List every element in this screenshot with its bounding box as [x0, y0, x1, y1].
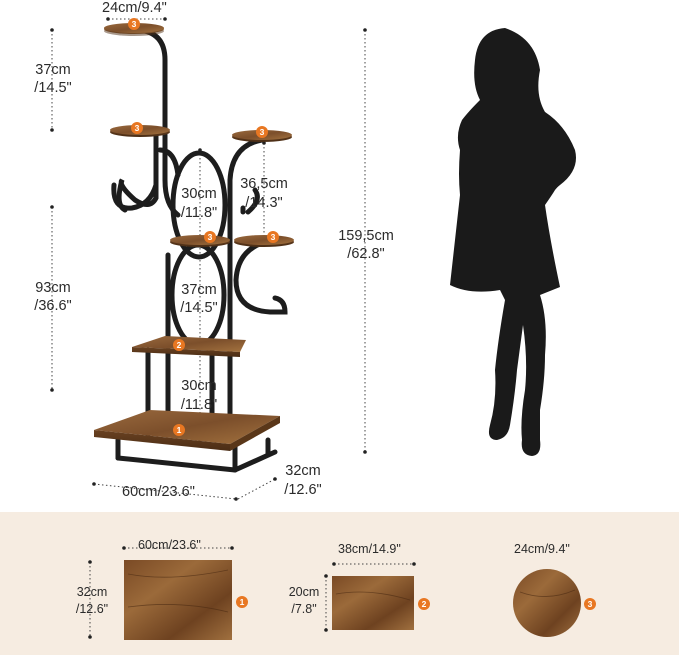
- total-height-in-label: /62.8": [347, 246, 385, 262]
- tier-badge: 3: [256, 126, 268, 138]
- tier-badge: 3: [267, 231, 279, 243]
- shelf-2-depth-in-label: /7.8": [291, 602, 317, 616]
- shelf-detail-panel: 60cm/23.6" 32cm /12.6" 1 38cm/14.9" 20cm…: [0, 512, 679, 655]
- shelf-detail-drawing: [88, 546, 581, 640]
- gap-c-cm-label: 37cm: [181, 282, 217, 298]
- shelf-1-width-label: 60cm/23.6": [138, 538, 201, 552]
- shelf-2-depth-cm-label: 20cm: [288, 585, 320, 599]
- shelf-1-badge: 1: [236, 596, 248, 608]
- top-height-cm-label: 37cm: [35, 62, 71, 78]
- base-width-label: 60cm/23.6": [122, 484, 195, 500]
- shelf-1-board: [124, 560, 232, 640]
- tier-badge: 3: [204, 231, 216, 243]
- base-depth-in-label: /12.6": [284, 482, 322, 498]
- shelf-1-depth-cm-label: 32cm: [76, 585, 108, 599]
- tier-badge: 2: [173, 339, 185, 351]
- base-depth-cm-label: 32cm: [285, 463, 321, 479]
- lower-height-cm-label: 93cm: [35, 280, 71, 296]
- gap-c-in-label: /14.5": [180, 300, 218, 316]
- gap-a-in-label: /11.8": [180, 205, 218, 221]
- top-height-in-label: /14.5": [34, 80, 72, 96]
- shelf-1-depth-in-label: /12.6": [75, 602, 109, 616]
- tier-badge: 1: [173, 424, 185, 436]
- gap-d-cm-label: 30cm: [181, 378, 217, 394]
- shelf-2-badge: 2: [418, 598, 430, 610]
- shelf-2-board: [332, 576, 414, 630]
- tier-badge: 3: [128, 18, 140, 30]
- shelf-2-width-label: 38cm/14.9": [338, 542, 401, 556]
- total-height-cm-label: 159,5cm: [338, 228, 394, 244]
- tier-badge: 3: [131, 122, 143, 134]
- person-silhouette-icon: [450, 28, 576, 456]
- gap-a-cm-label: 30cm: [181, 186, 217, 202]
- stand-dimension-section: 24cm/9.4" 37cm /14.5" 93cm /36.6" 30cm /…: [34, 0, 576, 501]
- gap-d-in-label: /11.8": [180, 397, 218, 413]
- shelves: [94, 23, 294, 451]
- shelf-3-diameter-label: 24cm/9.4": [514, 542, 570, 556]
- lower-height-in-label: /36.6": [34, 298, 72, 314]
- shelf-3-badge: 3: [584, 598, 596, 610]
- gap-b-in-label: /14.3": [245, 195, 283, 211]
- shelf-3-board: [513, 569, 581, 637]
- gap-b-cm-label: 36,5cm: [240, 176, 288, 192]
- top-shelf-width-label: 24cm/9.4": [102, 0, 167, 16]
- plant-stand-drawing: [50, 17, 576, 501]
